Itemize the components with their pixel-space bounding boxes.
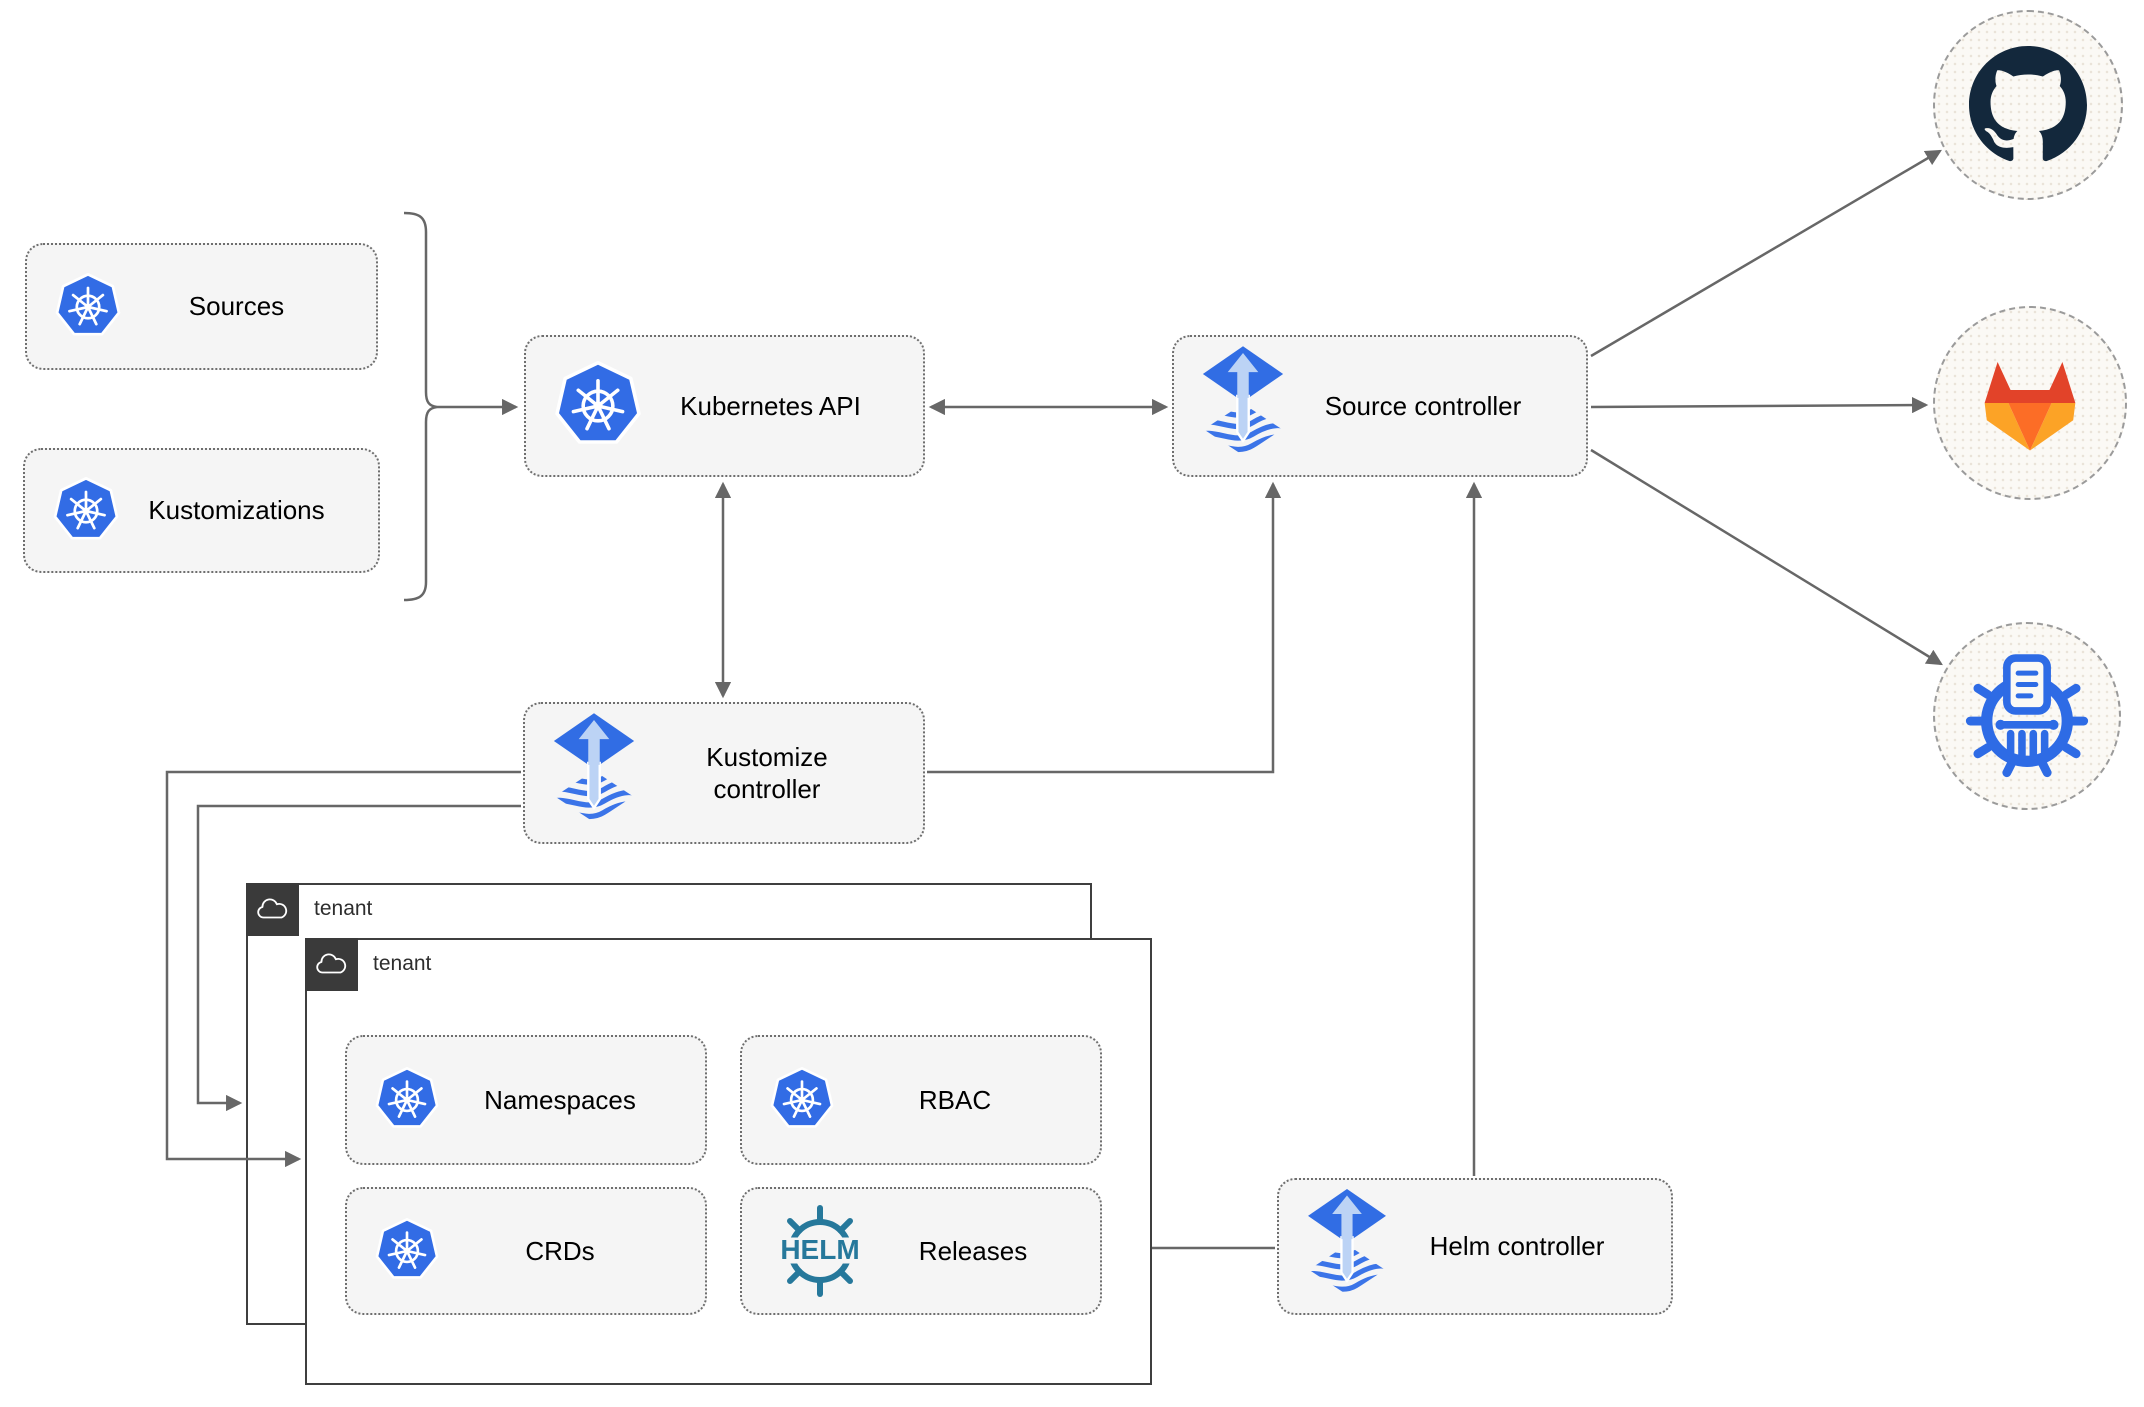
kubernetes-icon <box>51 476 121 545</box>
tenant-box-front: tenant Namespaces <box>304 937 1152 1385</box>
releases-label: Releases <box>918 1235 1028 1266</box>
node-kustomizations: Kustomizations <box>23 448 380 573</box>
edge-source-github <box>1590 149 1942 358</box>
kubernetes-api-label: Kubernetes API <box>680 390 861 421</box>
kubernetes-icon <box>373 1067 441 1133</box>
helm-controller-label: Helm controller <box>1429 1231 1605 1262</box>
flux-icon <box>1305 1188 1389 1305</box>
source-controller-label: Source controller <box>1324 390 1522 421</box>
cloud-icon <box>257 898 288 919</box>
kustomize-controller-label: Kustomize controller <box>706 741 828 805</box>
kustomizations-label: Kustomizations <box>148 495 325 526</box>
node-namespaces: Namespaces <box>345 1035 707 1165</box>
node-helm-controller: Helm controller <box>1277 1178 1673 1315</box>
node-rbac: RBAC <box>740 1035 1102 1165</box>
tenant-back-header <box>245 882 299 936</box>
external-gitlab <box>1933 306 2127 500</box>
edge-source-chartmuseum <box>1590 448 1943 666</box>
rbac-label: RBAC <box>918 1084 992 1115</box>
flux-icon <box>551 713 637 833</box>
external-github <box>1933 10 2123 200</box>
tenant-back-label: tenant <box>314 897 373 920</box>
flux-icon <box>1200 346 1286 466</box>
tenant-front-header <box>304 937 358 991</box>
node-kustomize-controller: Kustomize controller <box>523 702 925 844</box>
gitlab-tanuki-icon <box>1984 361 2076 451</box>
github-octocat-icon <box>1969 46 2087 162</box>
kubernetes-icon <box>552 361 644 451</box>
crds-label: CRDs <box>525 1235 595 1266</box>
node-kubernetes-api: Kubernetes API <box>524 335 925 477</box>
node-crds: CRDs <box>345 1187 707 1315</box>
node-sources: Sources <box>25 243 378 370</box>
kubernetes-icon <box>373 1218 441 1284</box>
tenant-front-label: tenant <box>373 952 432 975</box>
external-chartmuseum <box>1933 622 2121 810</box>
grouping-bracket <box>403 211 438 602</box>
edge-kustomize-source <box>927 481 1282 774</box>
helm-icon: HELM <box>768 1201 872 1301</box>
namespaces-label: Namespaces <box>484 1084 636 1115</box>
helm-wordmark: HELM <box>780 1234 859 1265</box>
sources-label: Sources <box>188 291 285 322</box>
node-source-controller: Source controller <box>1172 335 1588 477</box>
node-releases: HELM Releases <box>740 1187 1102 1315</box>
chartmuseum-icon <box>1965 654 2089 778</box>
edge-source-gitlab <box>1590 396 1929 414</box>
cloud-icon <box>316 953 347 974</box>
kubernetes-icon <box>768 1067 836 1133</box>
kubernetes-icon <box>53 272 123 341</box>
